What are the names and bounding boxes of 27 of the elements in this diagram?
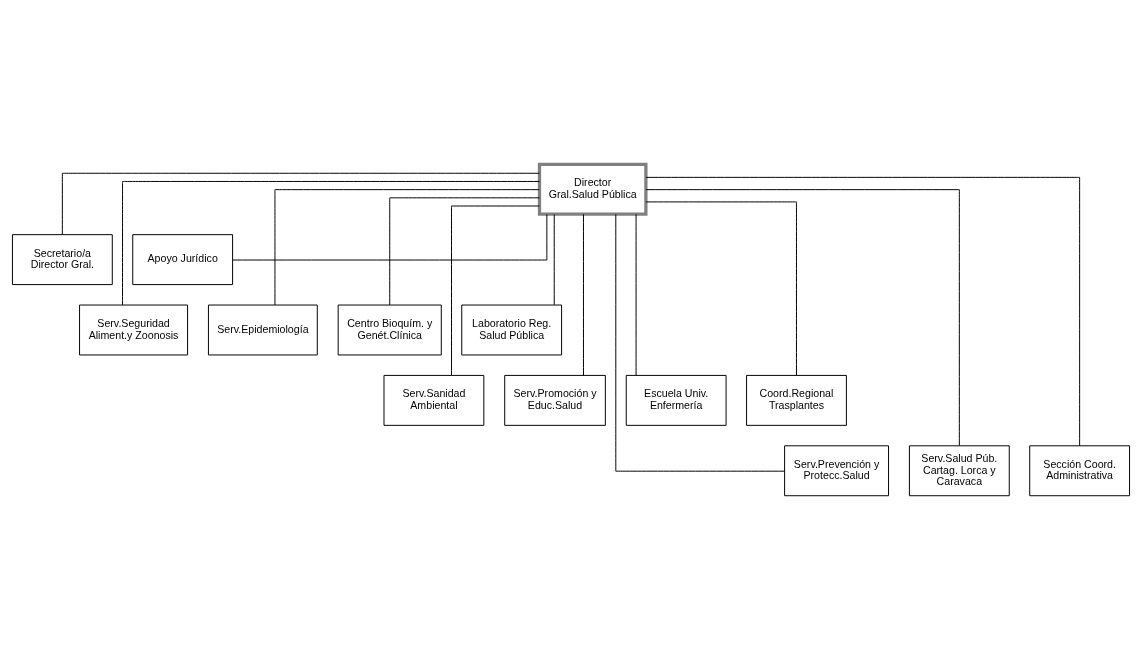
connector [583,213,584,376]
connector [122,180,540,305]
connector [645,200,797,376]
node-box: Serv.Epidemiología [207,304,318,355]
node-box: Secretario/a Director Gral. [11,233,113,285]
connector [645,176,1081,446]
connector [635,213,637,376]
node-box: Director Gral.Salud Pública [537,162,648,216]
node-box: Laboratorio Reg. Salud Pública [461,304,563,355]
node-box: Serv.Sanidad Ambiental [383,374,485,426]
node-box: Serv.Promoción y Educ.Salud [504,374,606,426]
connector [232,213,548,260]
node-box: Escuela Univ. Enfermería [625,374,727,426]
connector [645,188,960,446]
node-box: Serv.Salud Púb. Cartag. Lorca y Caravaca [908,444,1010,496]
node-box: Serv.Prevención y Protecc.Salud [784,444,890,496]
node-box: Coord.Regional Trasplantes [746,374,847,426]
node-box: Serv.Seguridad Aliment.y Zoonosis [79,304,189,355]
node-box: Apoyo Jurídico [132,233,234,285]
connector [389,196,540,305]
connector [451,205,540,376]
connector [615,213,785,472]
connector [61,172,540,235]
connector [274,188,540,305]
node-box: Sección Coord. Administrativa [1029,444,1131,496]
connector [553,213,555,305]
node-box: Centro Bioquím. y Genét.Clínica [337,304,442,355]
